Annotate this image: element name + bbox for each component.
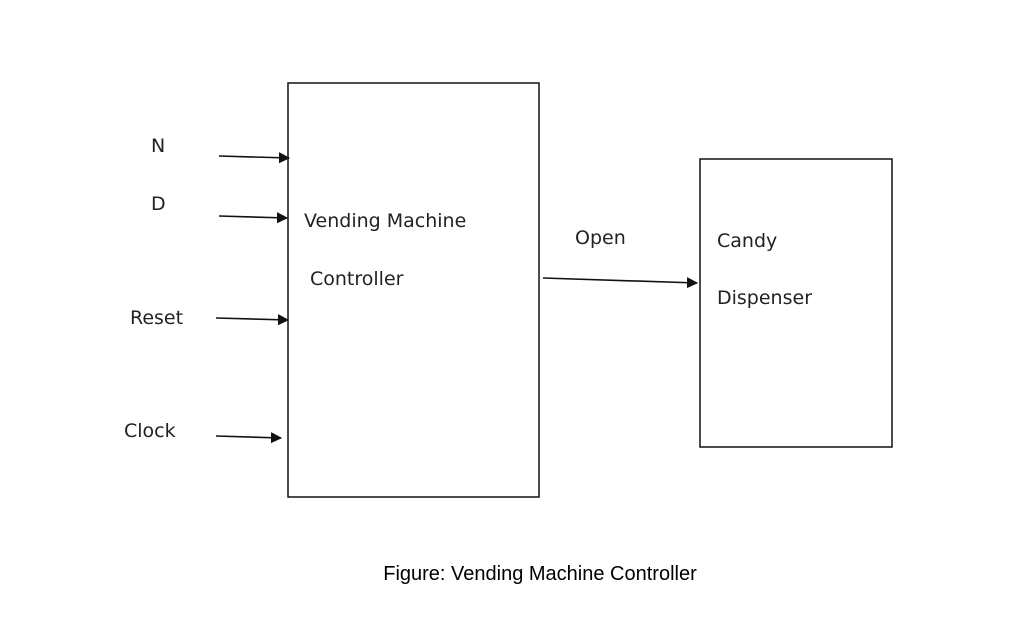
figure-caption: Figure: Vending Machine Controller: [383, 563, 697, 585]
arrow-d: [218, 212, 289, 224]
input-label-reset: Reset: [130, 307, 184, 329]
dispenser-label-line2: Dispenser: [717, 287, 812, 309]
dispenser-label-line1: Candy: [717, 230, 778, 252]
dispenser-box: [699, 158, 893, 448]
arrow-open: [542, 277, 699, 289]
arrow-n: [218, 152, 291, 164]
arrow-clock: [215, 432, 283, 444]
input-label-n: N: [151, 135, 166, 157]
arrow-reset: [215, 314, 290, 326]
controller-box: [287, 82, 540, 498]
input-label-d: D: [151, 193, 166, 215]
controller-label-line1: Vending Machine: [304, 210, 467, 232]
output-signal-label: Open: [575, 227, 626, 249]
input-label-clock: Clock: [124, 420, 176, 442]
controller-label-line2: Controller: [310, 268, 404, 290]
